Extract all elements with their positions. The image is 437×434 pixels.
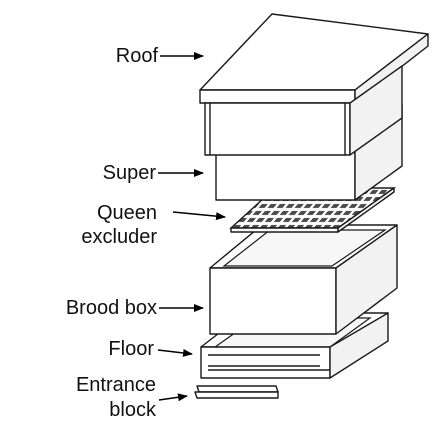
arrow-entrance-block (158, 393, 188, 402)
label-entrance-block-line2: block (109, 399, 157, 421)
brood-box (209, 224, 398, 335)
label-entrance-block-line1: Entrance (76, 374, 156, 396)
arrow-floor (157, 348, 193, 357)
label-roof: Roof (116, 45, 159, 67)
roof (199, 13, 429, 156)
label-brood-box: Brood box (66, 297, 157, 319)
label-queen-excluder-line1: Queen (97, 202, 157, 224)
entrance-block (194, 385, 279, 399)
label-super: Super (103, 162, 157, 184)
label-floor: Floor (108, 338, 154, 360)
arrow-queen-excluder (172, 211, 226, 221)
label-queen-excluder-line2: excluder (81, 226, 157, 248)
